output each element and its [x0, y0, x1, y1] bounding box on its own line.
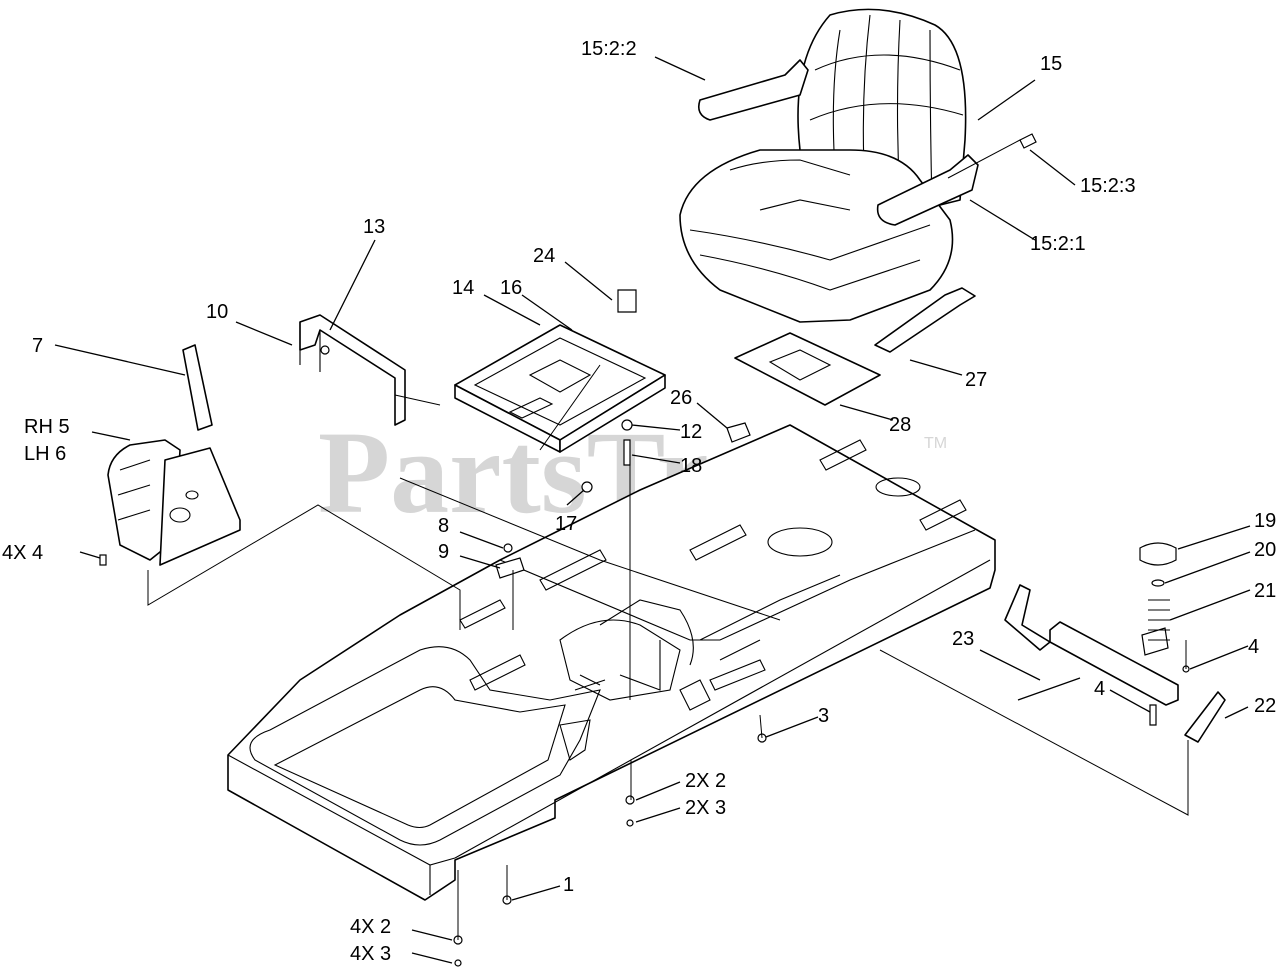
- handle-grip: [182, 344, 213, 431]
- leader-lines: [54, 56, 1251, 964]
- callout-4-upper: 4: [1248, 636, 1259, 658]
- callout-24: 24: [533, 245, 555, 267]
- callout-15: 15: [1040, 53, 1062, 75]
- seat-bracket: [299, 314, 406, 426]
- callout-23: 23: [952, 628, 974, 650]
- callout-26: 26: [670, 387, 692, 409]
- callout-13: 13: [363, 216, 385, 238]
- callout-14: 14: [452, 277, 474, 299]
- hardware: [99, 419, 1190, 967]
- callout-27: 27: [965, 369, 987, 391]
- main-frame: [227, 424, 996, 901]
- callout-17: 17: [555, 513, 577, 535]
- callout-20: 20: [1254, 539, 1276, 561]
- callout-7: 7: [32, 335, 43, 357]
- callout-8: 8: [438, 515, 449, 537]
- callout-15-2-2: 15:2:2: [581, 38, 637, 60]
- control-bracket: [1004, 542, 1226, 743]
- seat-slide: [454, 289, 666, 453]
- callout-4x2: 4X 2: [350, 916, 391, 938]
- watermark-trademark: TM: [924, 435, 947, 452]
- callout-28: 28: [889, 414, 911, 436]
- callout-18: 18: [680, 455, 702, 477]
- callout-15-2-3: 15:2:3: [1080, 175, 1136, 197]
- callout-4-lower: 4: [1094, 678, 1105, 700]
- callout-12: 12: [680, 421, 702, 443]
- callout-19: 19: [1254, 510, 1276, 532]
- callout-4x3: 4X 3: [350, 943, 391, 965]
- callout-2x3: 2X 3: [685, 797, 726, 819]
- callout-3: 3: [818, 705, 829, 727]
- callout-labels: 15:2:2 15 15:2:3 15:2:1 13 24 14 16 10 7…: [2, 38, 1276, 965]
- spring-stack: [1148, 579, 1170, 641]
- seat-assembly: [679, 8, 1037, 323]
- seat-plate: [734, 287, 976, 406]
- callout-1: 1: [563, 874, 574, 896]
- callout-4x4: 4X 4: [2, 542, 43, 564]
- callout-10: 10: [206, 301, 228, 323]
- callout-rh5: RH 5: [24, 416, 70, 438]
- callout-lh6: LH 6: [24, 443, 66, 465]
- alignment-lines: [147, 139, 1189, 940]
- callout-22: 22: [1254, 695, 1276, 717]
- callout-21: 21: [1254, 580, 1276, 602]
- callout-16: 16: [500, 277, 522, 299]
- callout-2x2: 2X 2: [685, 770, 726, 792]
- callout-9: 9: [438, 541, 449, 563]
- side-plate: [107, 439, 241, 566]
- callout-15-2-1: 15:2:1: [1030, 233, 1086, 255]
